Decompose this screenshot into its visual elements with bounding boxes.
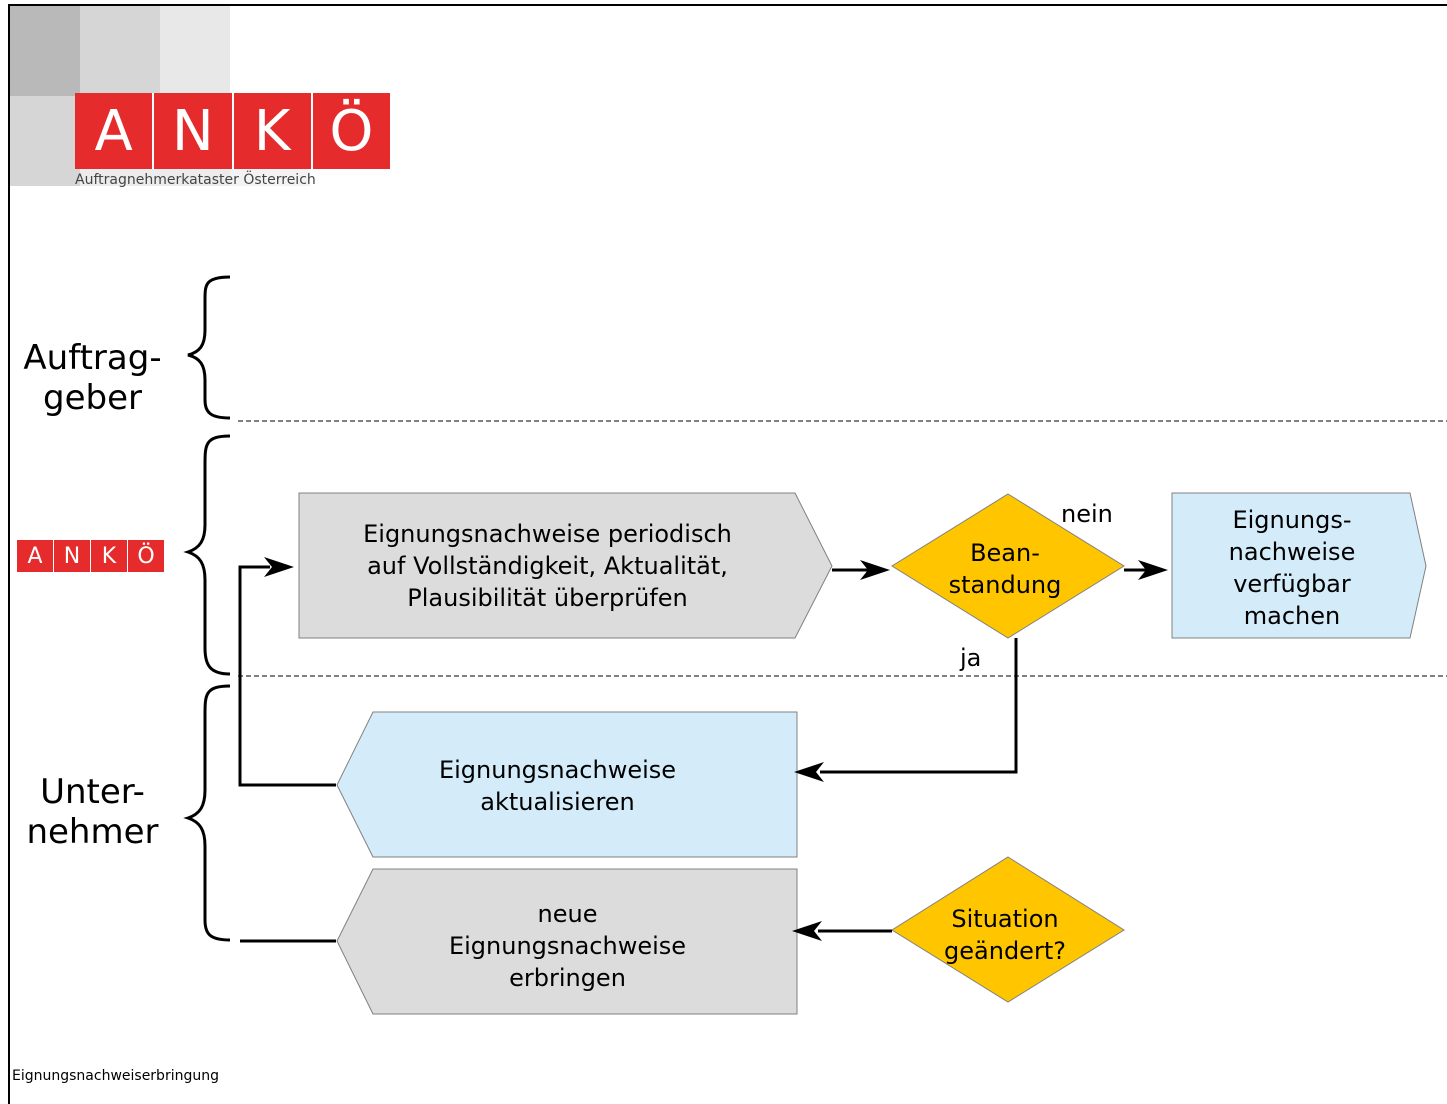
process-erbringen-text: neue Eignungsnachweise erbringen	[448, 899, 687, 992]
arrowhead-into-verfuegbar	[1138, 560, 1168, 580]
anko-logo-small: A N K Ö	[17, 540, 164, 572]
edge-label-ja: ja	[960, 644, 982, 672]
process-verfuegbar-text: Eignungs- nachweise verfügbar machen	[1228, 506, 1356, 630]
process-verfuegbar-shape	[1171, 492, 1427, 639]
connector-ja	[820, 638, 1018, 774]
logo-letter-k: K	[253, 98, 291, 164]
deco-square-1	[10, 6, 80, 96]
logo-small-letter-n: N	[63, 543, 81, 569]
logo-small-letter-oe: Ö	[137, 543, 155, 569]
logo-small-letter-k: K	[101, 543, 117, 569]
brace-anko	[183, 434, 231, 676]
logo-small-letter-a: A	[27, 543, 43, 569]
connector-return-loop	[238, 565, 336, 787]
decision-situation-shape	[891, 856, 1125, 1003]
process-pruefen-shape	[298, 492, 833, 639]
slide-frame	[8, 4, 1447, 1104]
footer-title: Eignungsnachweiserbringung	[12, 1068, 219, 1084]
brace-auftraggeber	[187, 275, 231, 420]
deco-square-2	[80, 6, 160, 96]
brace-unternehmer	[183, 684, 231, 942]
logo-letter-n: N	[171, 98, 214, 164]
arrowhead-into-beanstandung	[860, 560, 890, 580]
edge-label-nein: nein	[1061, 500, 1113, 528]
deco-square-3	[160, 6, 230, 96]
arrowhead-into-aktualisieren	[794, 762, 824, 782]
lane-label-auftraggeber: Auftrag- geber	[23, 338, 162, 418]
logo-letter-oe: Ö	[329, 98, 374, 164]
arrowhead-into-erbringen	[792, 921, 822, 941]
process-erbringen-shape	[336, 868, 798, 1015]
anko-logo: A N K Ö	[75, 93, 390, 169]
logo-letter-a: A	[94, 98, 133, 164]
process-aktualisieren-text: Eignungsnachweise aktualisieren	[438, 756, 677, 816]
decision-situation-text: Situation geändert?	[944, 905, 1066, 965]
process-pruefen-text: Eignungsnachweise periodisch auf Vollstä…	[363, 520, 732, 612]
decision-beanstandung-text: Bean- standung	[948, 539, 1062, 599]
arrowhead-into-pruefen	[264, 557, 294, 577]
deco-square-4	[10, 96, 80, 186]
decision-beanstandung-shape	[891, 493, 1125, 639]
process-aktualisieren-shape	[336, 711, 798, 858]
lane-label-unternehmer: Unter- nehmer	[26, 772, 159, 852]
logo-subtitle: Auftragnehmerkataster Österreich	[75, 172, 316, 188]
